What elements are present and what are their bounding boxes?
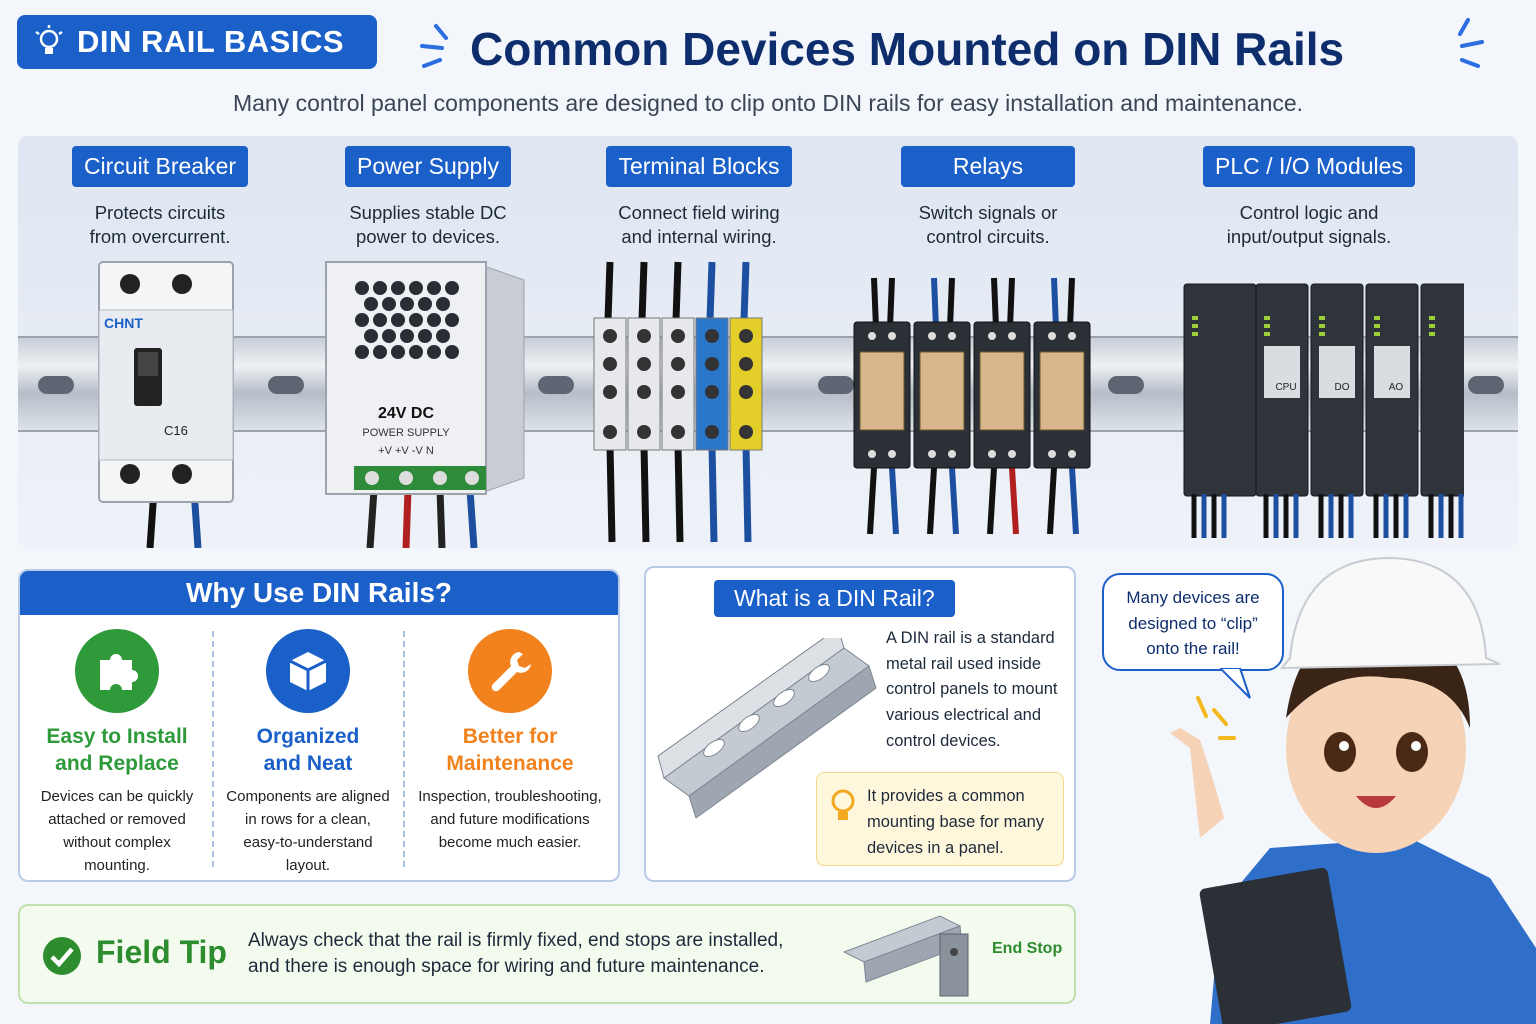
field-tip-card: Field Tip Always check that the rail is … — [18, 904, 1076, 1004]
end-stop-label: End Stop — [992, 940, 1063, 957]
section-badge: DIN RAIL BASICS — [17, 15, 377, 69]
psu-voltage: 24V DC — [378, 405, 434, 422]
wrench-icon — [468, 629, 552, 713]
why-item-text: Inspection, troubleshooting,and future m… — [418, 788, 602, 851]
psu-terminal-labels: +V +V -V N — [378, 445, 434, 457]
device-label: Circuit Breaker — [71, 146, 249, 187]
device-label: Power Supply — [345, 146, 511, 187]
breaker-brand: CHNT — [104, 315, 143, 331]
terminal-blocks-image — [593, 261, 763, 543]
plc-module-label: DO — [1335, 382, 1350, 393]
lightbulb-icon — [35, 25, 63, 54]
power-supply-image: 24V DC POWER SUPPLY +V +V -V N — [325, 261, 525, 548]
spark-icon — [1458, 18, 1484, 68]
what-heading: What is a DIN Rail? — [714, 580, 955, 617]
field-tip-message: Always check that the rail is firmly fix… — [248, 930, 784, 977]
cube-icon — [266, 629, 350, 713]
why-heading: Why Use DIN Rails? — [20, 571, 618, 615]
circuit-breaker-image: CHNT C16 — [98, 261, 234, 548]
device-label: PLC / I/O Modules — [1203, 146, 1415, 187]
engineer-character — [1170, 556, 1536, 1024]
plc-module-label: CPU — [1275, 382, 1296, 393]
din-rail-image — [657, 638, 877, 819]
what-card: What is a DIN Rail? A DIN rail is a stan… — [644, 566, 1076, 882]
device-label: Terminal Blocks — [606, 146, 792, 187]
field-tip-title: Field Tip — [96, 934, 227, 970]
plc-module-label: AO — [1389, 382, 1404, 393]
puzzle-icon — [75, 629, 159, 713]
psu-label: POWER SUPPLY — [362, 427, 450, 439]
breaker-rating: C16 — [164, 423, 188, 438]
check-circle-icon — [43, 937, 81, 975]
relays-image — [853, 277, 1091, 535]
badge-label: DIN RAIL BASICS — [77, 24, 345, 59]
plc-modules-image: CPU DO AO — [1183, 283, 1464, 538]
spark-icon — [420, 24, 448, 68]
device-label: Relays — [900, 146, 1076, 187]
page-subtitle: Many control panel components are design… — [232, 90, 1304, 116]
page-title: Common Devices Mounted on DIN Rails — [470, 23, 1345, 75]
end-stop-image — [842, 915, 969, 997]
lightbulb-icon — [831, 789, 855, 820]
